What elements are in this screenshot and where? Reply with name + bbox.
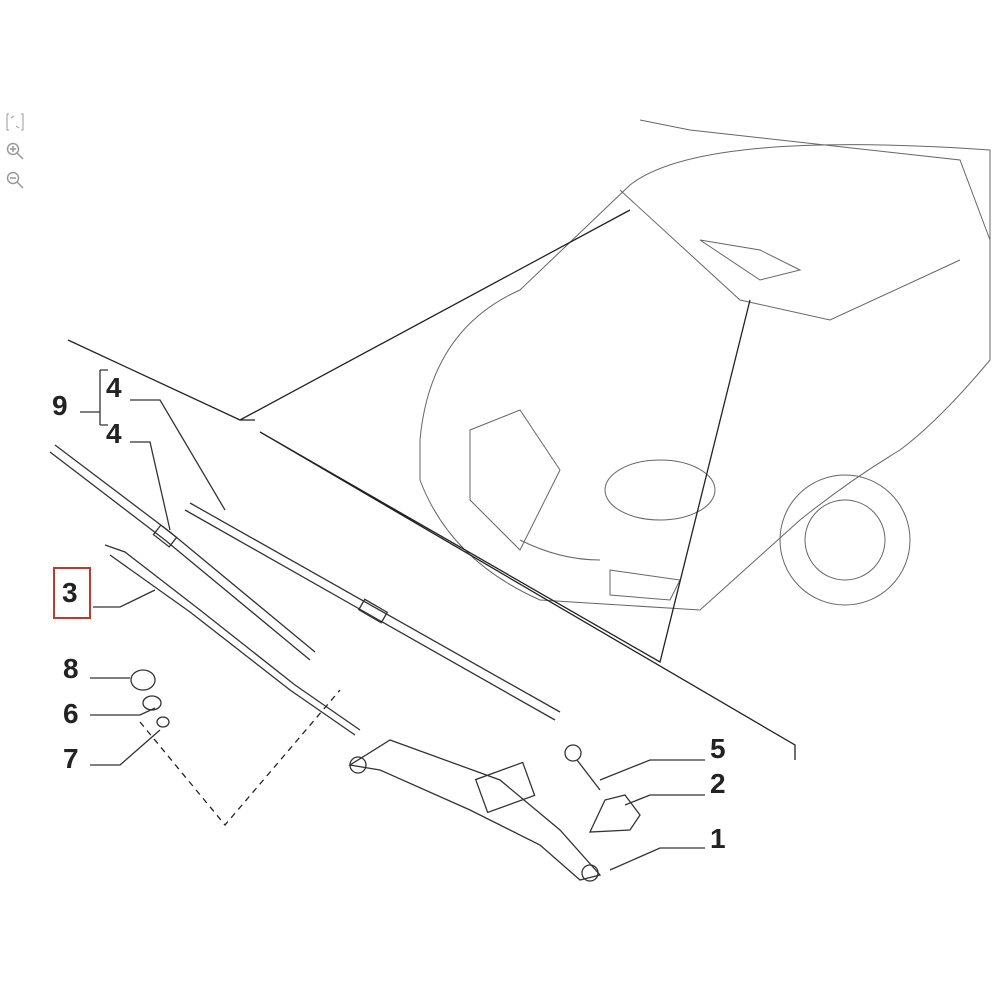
selected-callout-highlight — [53, 567, 91, 619]
car-illustration — [419, 119, 991, 611]
callout-7[interactable]: 7 — [63, 743, 79, 774]
callout-4-lower[interactable]: 4 — [106, 418, 122, 449]
hardware-parts — [130, 669, 641, 833]
fit-view-icon[interactable] — [5, 112, 25, 132]
callout-2[interactable]: 2 — [710, 768, 726, 799]
callout-9[interactable]: 9 — [52, 390, 68, 421]
wiper-linkage — [348, 739, 602, 882]
callout-1[interactable]: 1 — [710, 823, 726, 854]
callout-5[interactable]: 5 — [710, 733, 726, 764]
viewer-toolbar — [5, 112, 27, 199]
callout-8[interactable]: 8 — [63, 653, 79, 684]
zoom-in-icon[interactable] — [5, 141, 25, 161]
callout-4-upper[interactable]: 4 — [106, 372, 122, 403]
wiper-arm — [104, 544, 361, 736]
callout-6[interactable]: 6 — [63, 698, 79, 729]
callout-leaders — [80, 369, 705, 871]
zoom-out-icon[interactable] — [5, 170, 25, 190]
leader-lines — [67, 209, 796, 827]
callout-3[interactable]: 3 — [62, 577, 78, 608]
grille — [469, 409, 561, 551]
wiper-blades — [49, 444, 561, 721]
